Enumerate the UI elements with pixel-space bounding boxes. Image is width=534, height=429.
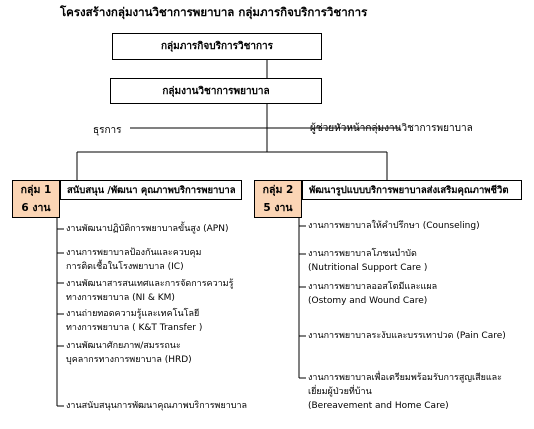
group1-item-ic: งานการพยาบาลป้องกันและควบคุม การติดเชื้อ… (66, 246, 201, 274)
group1-tag-line2: 6 งาน (21, 202, 51, 214)
group1-title: สนับสนุน /พัฒนา คุณภาพบริการพยาบาล (60, 180, 242, 200)
group1-item-kt-line1: งานถ่ายทอดความรู้และเทคโนโลยี (66, 309, 200, 319)
group1-item-ni-km-line1: งานพัฒนาสารสนเทศและการจัดการความรู้ (66, 279, 234, 289)
group1-tag-line1: กลุ่ม 1 (20, 184, 52, 196)
group2-item-counseling: งานการพยาบาลให้คำปรึกษา (Counseling) (308, 219, 480, 233)
group1-item-ni-km-line2: ทางการพยาบาล (NI & KM) (66, 293, 175, 303)
second-box: กลุ่มงานวิชาการพยาบาล (110, 78, 322, 104)
group1-item-ic-line1: งานการพยาบาลป้องกันและควบคุม (66, 248, 202, 258)
top-box: กลุ่มภารกิจบริการวิชาการ (112, 33, 322, 60)
diagram-title: โครงสร้างกลุ่มงานวิชาการพยาบาล กลุ่มภารก… (60, 5, 368, 19)
group2-item-ostomy-line1: งานการพยาบาลออสโตมีและแผล (308, 282, 438, 292)
group2-item-bereavement: งานการพยาบาลเพื่อเตรียมพร้อมรับการสูญเสี… (308, 371, 502, 413)
group2-item-ostomy: งานการพยาบาลออสโตมีและแผล (Ostomy and Wo… (308, 280, 437, 308)
left-note: ธุรการ (93, 125, 122, 136)
group1-item-kt: งานถ่ายทอดความรู้และเทคโนโลยี ทางการพยาบ… (66, 307, 202, 335)
group2-item-counseling-line1: งานการพยาบาลให้คำปรึกษา (Counseling) (308, 221, 480, 231)
group1-item-hrd-line1: งานพัฒนาศักยภาพ/สมรรถนะ (66, 341, 181, 351)
group2-item-pain: งานการพยาบาลระงับและบรรเทาปวด (Pain Care… (308, 329, 506, 343)
right-note: ผู้ช่วยหัวหน้ากลุ่มงานวิชาการพยาบาล (310, 123, 473, 134)
group2-title: พัฒนารูปแบบบริการพยาบาลส่งเสริมคุณภาพชีว… (302, 180, 522, 200)
group2-tag: กลุ่ม 2 5 งาน (254, 180, 302, 218)
group2-item-bereavement-line3: (Bereavement and Home Care) (308, 401, 449, 411)
group2-item-nutrition: งานการพยาบาลโภชนบำบัด (Nutritional Suppo… (308, 247, 427, 275)
group1-item-quality-line1: งานสนับสนุนการพัฒนาคุณภาพบริการพยาบาล (66, 401, 248, 411)
group2-item-nutrition-line1: งานการพยาบาลโภชนบำบัด (308, 249, 417, 259)
group1-item-quality: งานสนับสนุนการพัฒนาคุณภาพบริการพยาบาล (66, 399, 247, 413)
group1-tag: กลุ่ม 1 6 งาน (12, 180, 60, 218)
group1-item-ni-km: งานพัฒนาสารสนเทศและการจัดการความรู้ ทางก… (66, 277, 233, 305)
group1-item-kt-line2: ทางการพยาบาล ( K&T Transfer ) (66, 323, 203, 333)
group1-item-hrd: งานพัฒนาศักยภาพ/สมรรถนะ บุคลากรทางการพยา… (66, 339, 192, 367)
group2-item-nutrition-line2: (Nutritional Support Care ) (308, 263, 428, 273)
group2-item-bereavement-line2: เยี่ยมผู้ป่วยที่บ้าน (308, 387, 372, 397)
group2-item-ostomy-line2: (Ostomy and Wound Care) (308, 296, 428, 306)
group2-item-pain-line1: งานการพยาบาลระงับและบรรเทาปวด (Pain Care… (308, 331, 506, 341)
group1-item-apn-line1: งานพัฒนาปฏิบัติการพยาบาลขั้นสูง (APN) (66, 224, 229, 234)
group1-item-apn: งานพัฒนาปฏิบัติการพยาบาลขั้นสูง (APN) (66, 222, 228, 236)
group2-tag-line2: 5 งาน (263, 202, 293, 214)
group1-item-hrd-line2: บุคลากรทางการพยาบาล (HRD) (66, 355, 192, 365)
group2-tag-line1: กลุ่ม 2 (262, 184, 294, 196)
group2-item-bereavement-line1: งานการพยาบาลเพื่อเตรียมพร้อมรับการสูญเสี… (308, 373, 502, 383)
group1-item-ic-line2: การติดเชื้อในโรงพยาบาล (IC) (66, 262, 184, 272)
